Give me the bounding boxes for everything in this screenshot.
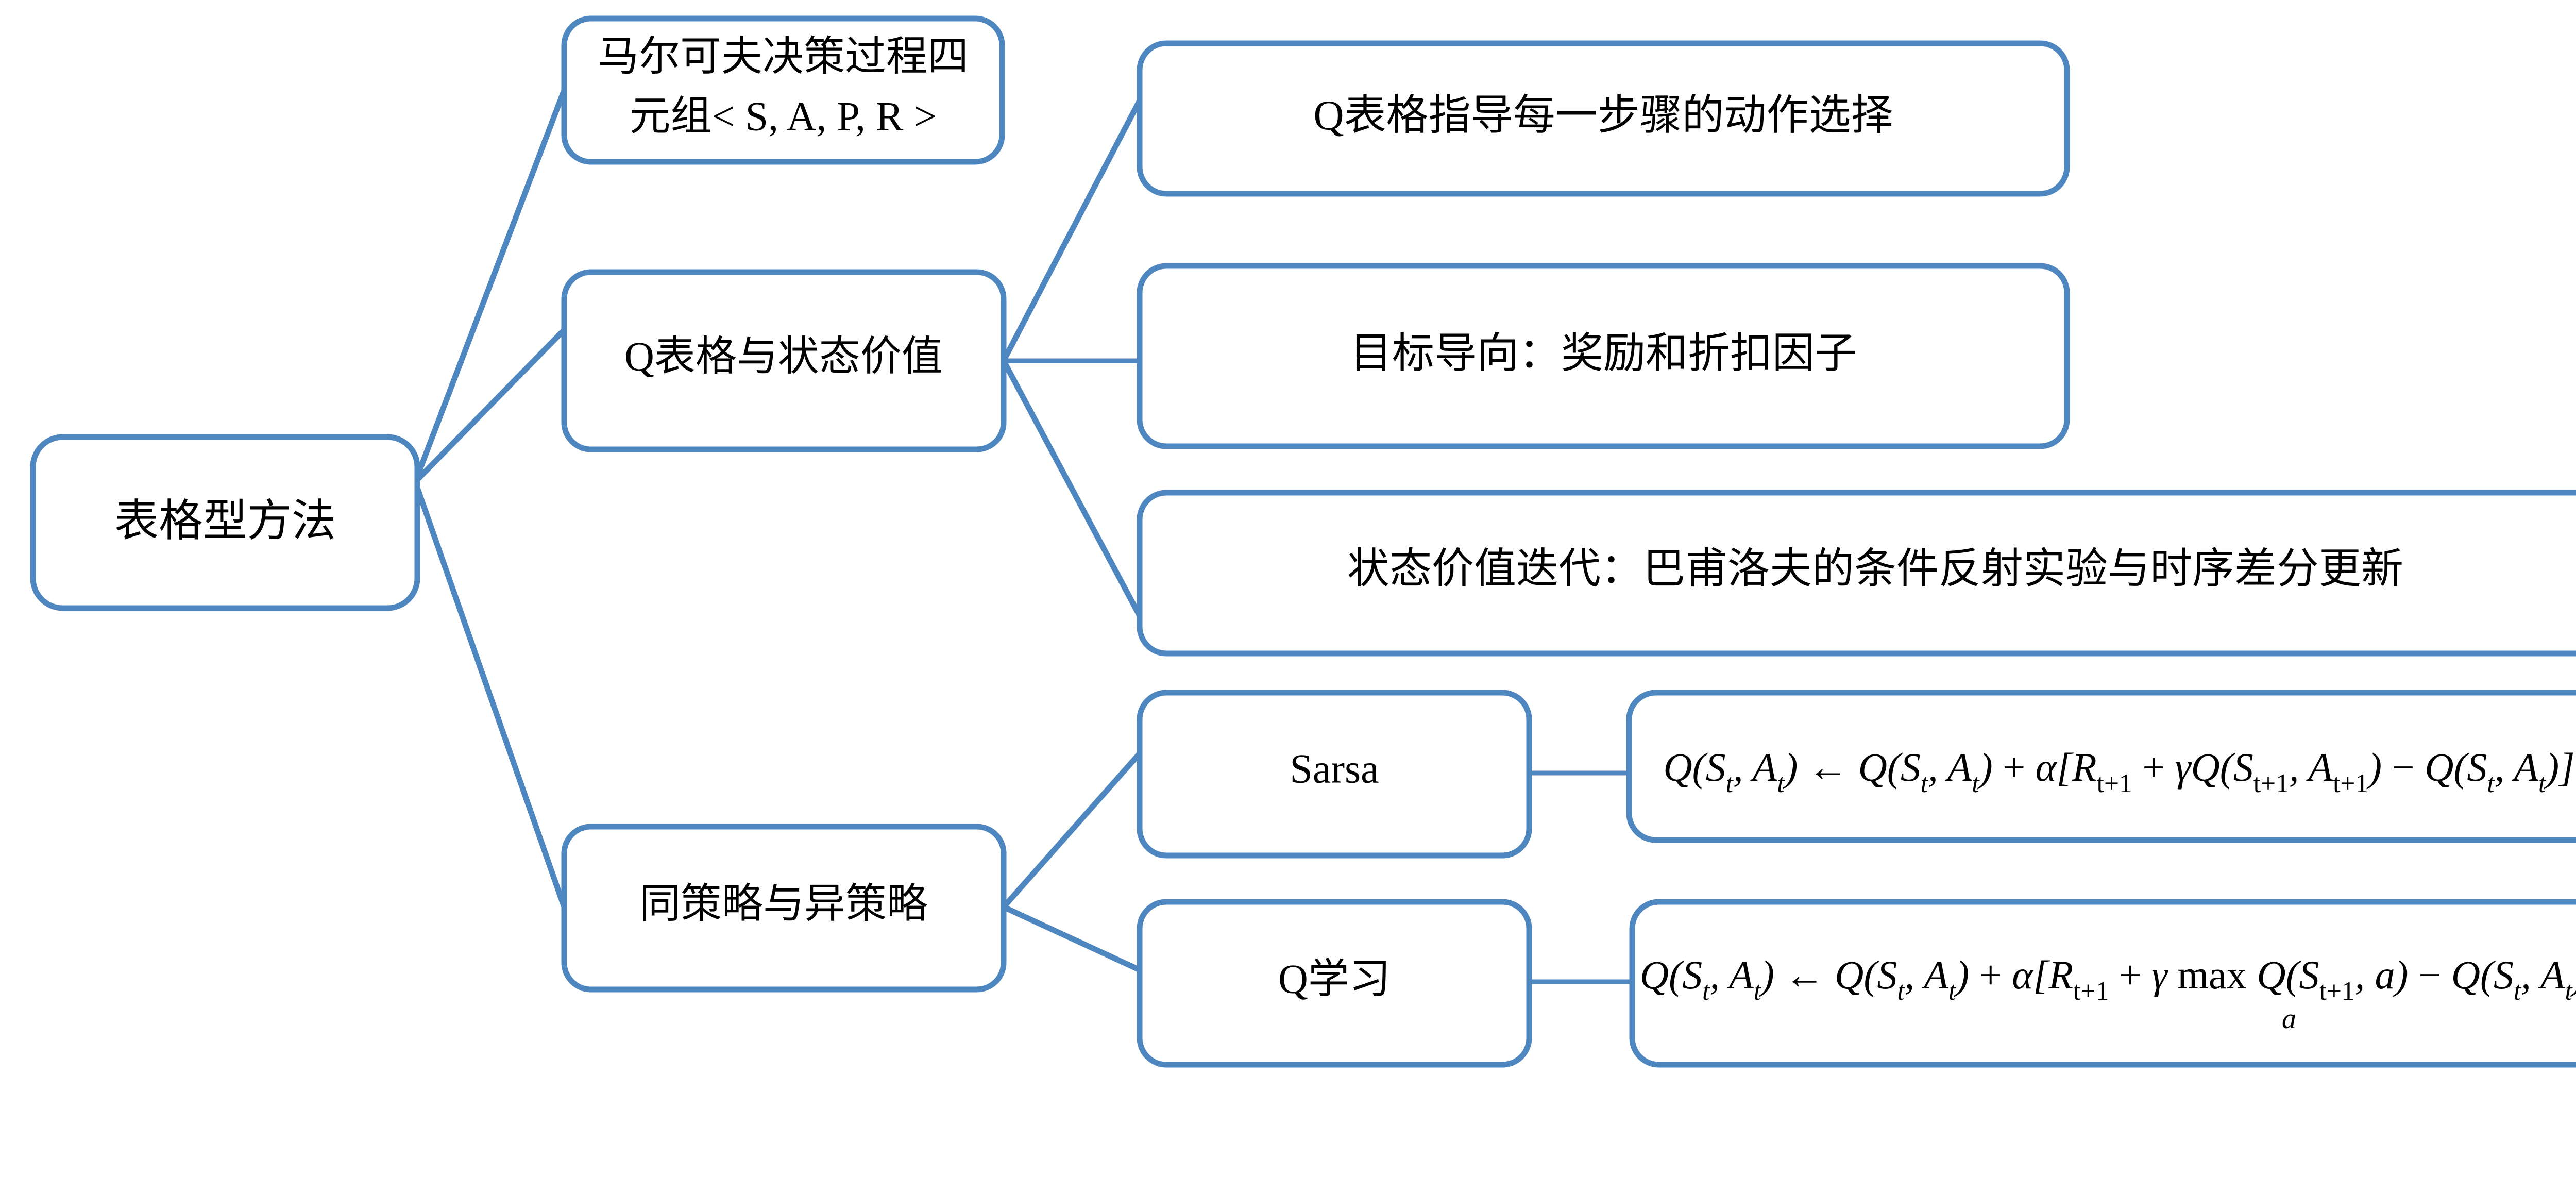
node-mdp[interactable]: 马尔可夫决策过程四 元组< S, A, P, R > [561, 15, 1005, 165]
node-q-goal[interactable]: 目标导向：奖励和折扣因子 [1137, 263, 2070, 449]
mdp-label-line1: 马尔可夫决策过程四 [598, 34, 969, 79]
sarsa-formula-box[interactable] [1626, 690, 2576, 843]
connector-root-to-policy [412, 481, 567, 908]
mdp-box[interactable] [561, 15, 1005, 165]
q-action-box[interactable] [1137, 40, 2070, 197]
node-sarsa-formula[interactable]: Q(St, At) ← Q(St, At) + α[Rt+1 + γQ(St+1… [1626, 690, 2576, 843]
node-q-action[interactable]: Q表格指导每一步骤的动作选择 [1137, 40, 2070, 197]
qtable-box[interactable] [561, 269, 1007, 452]
qlearning-box[interactable] [1137, 899, 1532, 1068]
qlearning-formula-text: Q(St, At) ← Q(St, At) + α[Rt+1 + γ max Q… [1640, 952, 2576, 1006]
qtable-label: Q表格与状态价值 [624, 334, 943, 379]
connector-qtable-to-q-value-iter [1001, 359, 1142, 617]
qlearning-formula-box[interactable] [1629, 899, 2576, 1068]
q-action-label: Q表格指导每一步骤的动作选择 [1313, 92, 1893, 139]
node-qlearning-formula[interactable]: Q(St, At) ← Q(St, At) + α[Rt+1 + γ max Q… [1629, 899, 2576, 1068]
connector-root-to-mdp [412, 89, 567, 483]
root-box[interactable] [30, 434, 420, 611]
root-label: 表格型方法 [114, 496, 336, 546]
policy-box[interactable] [561, 824, 1007, 993]
node-sarsa[interactable]: Sarsa [1137, 690, 1532, 859]
q-goal-box[interactable] [1137, 263, 2070, 449]
sarsa-label: Sarsa [1290, 746, 1379, 792]
q-value-iter-label: 状态价值迭代：巴甫洛夫的条件反射实验与时序差分更新 [1347, 545, 2403, 592]
node-q-value-iter[interactable]: 状态价值迭代：巴甫洛夫的条件反射实验与时序差分更新 [1137, 490, 2576, 657]
connector-policy-to-sarsa [1001, 751, 1142, 909]
node-policy[interactable]: 同策略与异策略 [561, 824, 1007, 993]
sarsa-box[interactable] [1137, 690, 1532, 859]
connector-qtable-to-q-action [1001, 99, 1142, 362]
q-goal-label: 目标导向：奖励和折扣因子 [1350, 330, 1857, 377]
node-qtable[interactable]: Q表格与状态价值 [561, 269, 1007, 452]
connector-policy-to-qlearning [1002, 904, 1141, 972]
sarsa-formula-text: Q(St, At) ← Q(St, At) + α[Rt+1 + γQ(St+1… [1663, 745, 2574, 798]
connector-root-to-qtable [413, 328, 566, 484]
qlearning-max-subscript: a [2282, 1003, 2296, 1035]
node-qlearning[interactable]: Q学习 [1137, 899, 1532, 1068]
mdp-label-line2: 元组< S, A, P, R > [629, 94, 937, 139]
qlearning-label: Q学习 [1278, 956, 1391, 1002]
q-value-iter-box[interactable] [1137, 490, 2576, 657]
node-root[interactable]: 表格型方法 [30, 434, 420, 611]
policy-label: 同策略与异策略 [639, 881, 928, 927]
